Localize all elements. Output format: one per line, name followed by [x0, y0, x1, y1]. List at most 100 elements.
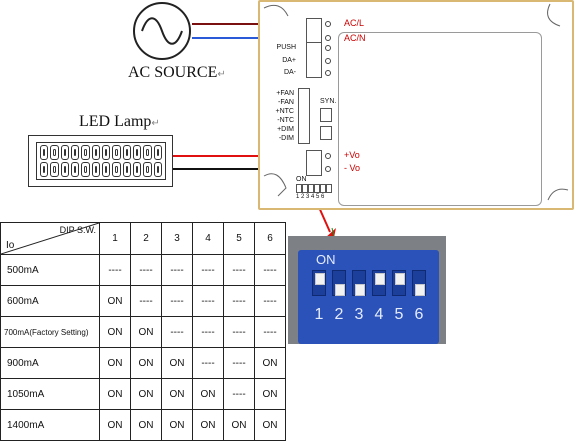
led-cell: [132, 145, 142, 160]
push-indicator: [325, 45, 331, 51]
switch-cell: ----: [130, 254, 162, 286]
switch-header-3: 3: [161, 222, 193, 255]
switch-cell: ON: [130, 347, 162, 379]
da-plus-label: DA+: [282, 57, 296, 64]
switch-cell: ON: [161, 347, 193, 379]
sine-wave-icon: [141, 17, 183, 45]
io-cell: 1050mA: [0, 378, 100, 410]
io-cell: 1400mA: [0, 409, 100, 441]
da-minus-indicator: [325, 70, 331, 76]
switch-cell: ----: [254, 254, 286, 286]
led-cell: [50, 145, 59, 160]
switch-cell: ----: [223, 254, 255, 286]
photo-switch: [312, 270, 326, 296]
dip-number-label: 1 2 3 4 5 6: [296, 194, 325, 200]
photo-switch: [352, 270, 366, 296]
switch-cell: ----: [192, 254, 224, 286]
led-cell: [91, 145, 100, 160]
driver-corner-marks: [263, 3, 569, 201]
fan-minus-label: -FAN: [278, 99, 294, 106]
switch-cell: ----: [130, 285, 162, 317]
ac-l-label: AC/L: [344, 18, 365, 28]
photo-switch: [332, 270, 346, 296]
ac-terminal-block: [306, 18, 322, 44]
io-cell: 500mA: [0, 254, 100, 286]
photo-switch-number: 2: [334, 306, 344, 323]
switch-header-4: 4: [192, 222, 224, 255]
led-cell: [143, 145, 152, 160]
led-cell: [112, 162, 121, 177]
header-io-label: Io: [6, 240, 15, 251]
driver-inner-panel: [338, 32, 542, 206]
push-label: PUSH: [276, 44, 296, 51]
vo-terminal-block: [306, 150, 322, 176]
switch-cell: ON: [99, 409, 131, 441]
vo-plus-indicator: [325, 153, 331, 159]
io-cell: 600mA: [0, 285, 100, 317]
syn-connector-top: [320, 108, 332, 122]
ac-n-label: AC/N: [344, 33, 366, 43]
ac-n-indicator: [325, 35, 331, 41]
led-cell: [143, 162, 152, 177]
driver-dip-switch: [296, 184, 332, 193]
switch-cell: ----: [99, 254, 131, 286]
photo-switch: [372, 270, 386, 296]
switch-cell: ON: [99, 285, 131, 317]
fan-plus-label: +FAN: [276, 90, 294, 97]
io-cell: 700mA(Factory Setting): [0, 316, 100, 348]
switch-knob: [335, 284, 345, 296]
led-cell: [60, 145, 69, 160]
photo-switch: [412, 270, 426, 296]
switch-cell: ON: [130, 378, 162, 410]
photo-switch-number: 5: [394, 306, 404, 323]
switch-knob: [375, 273, 385, 285]
led-cell: [122, 145, 131, 160]
led-cell: [122, 162, 131, 177]
led-cell: [81, 145, 90, 160]
led-cell: [101, 162, 111, 177]
switch-cell: ----: [161, 285, 193, 317]
push-da-terminal-block: [306, 42, 322, 78]
vo-minus-label: - Vo: [344, 163, 361, 173]
photo-switch: [392, 270, 406, 296]
da-minus-label: DA-: [283, 69, 296, 76]
led-cell: [40, 162, 49, 177]
switch-cell: ON: [130, 409, 162, 441]
ntc-plus-label: +NTC: [275, 108, 294, 115]
switch-knob: [395, 273, 405, 285]
dim-plus-label: +DIM: [277, 126, 294, 133]
ac-source-label: AC SOURCE↵: [128, 64, 226, 81]
photo-switch-number: 1: [314, 306, 324, 323]
switch-cell: ON: [192, 409, 224, 441]
led-cell: [50, 162, 59, 177]
table-row: 500mA------------------------: [0, 254, 286, 286]
switch-cell: ON: [254, 378, 286, 410]
led-array: [36, 142, 166, 180]
led-cell: [112, 145, 121, 160]
switch-cell: ON: [192, 378, 224, 410]
switch-cell: ----: [254, 316, 286, 348]
vo-minus-indicator: [325, 166, 331, 172]
dim-minus-label: -DIM: [278, 135, 294, 142]
led-cell: [60, 162, 69, 177]
vo-plus-label: +Vo: [344, 150, 360, 160]
led-cell: [40, 145, 49, 160]
led-lamp: [28, 135, 173, 187]
switch-cell: ----: [254, 285, 286, 317]
switch-header-6: 6: [254, 222, 286, 255]
switch-cell: ON: [254, 347, 286, 379]
fan-ntc-dim-terminal-block: [298, 88, 310, 144]
syn-connector-bottom: [320, 126, 332, 140]
switch-cell: ON: [99, 316, 131, 348]
switch-header-1: 1: [99, 222, 131, 255]
switch-knob: [355, 284, 365, 296]
led-cell: [91, 162, 100, 177]
